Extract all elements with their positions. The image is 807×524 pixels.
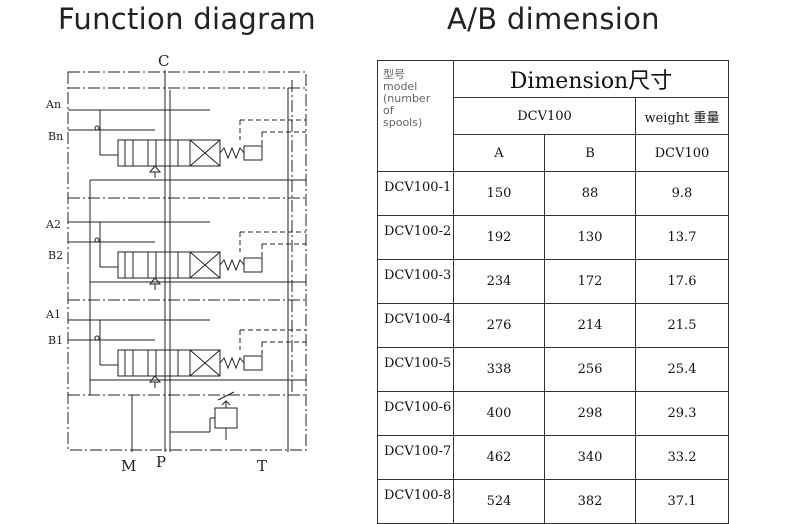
valve-section-2: [68, 221, 306, 290]
row-b: 340: [544, 435, 636, 480]
dimension-title: A/B dimension: [447, 2, 660, 36]
row-model: DCV100-5: [377, 347, 454, 392]
table-row: DCV100-3 234 172 17.6: [377, 259, 729, 304]
port-t-label: T: [257, 457, 267, 475]
row-a: 192: [453, 215, 545, 260]
port-an-label: An: [45, 98, 61, 111]
row-weight: 37.1: [635, 479, 729, 524]
hydraulic-function-diagram: C An Bn A2 B2 A1 B1 M P T: [45, 52, 307, 475]
col-a-header: A: [453, 134, 545, 172]
row-weight: 17.6: [635, 259, 729, 304]
function-diagram-title: Function diagram: [58, 2, 316, 36]
port-b2-label: B2: [48, 249, 63, 262]
dimension-header: Dimension尺寸: [453, 60, 729, 98]
row-b: 382: [544, 479, 636, 524]
row-weight: 33.2: [635, 435, 729, 480]
port-p-label: P: [156, 453, 166, 471]
valve-section-n: [68, 109, 306, 178]
row-weight: 13.7: [635, 215, 729, 260]
port-a1-label: A1: [45, 308, 61, 321]
row-model: DCV100-1: [377, 171, 454, 216]
col-weight-header: DCV100: [635, 134, 729, 172]
row-b: 130: [544, 215, 636, 260]
row-weight: 29.3: [635, 391, 729, 436]
relief-valve-symbol: [170, 391, 238, 440]
row-model: DCV100-7: [377, 435, 454, 480]
table-row: DCV100-5 338 256 25.4: [377, 347, 729, 392]
row-b: 298: [544, 391, 636, 436]
model-header: 型号 model (number of spools): [377, 60, 454, 172]
port-bn-label: Bn: [48, 130, 63, 143]
row-b: 88: [544, 171, 636, 216]
table-row: DCV100-4 276 214 21.5: [377, 303, 729, 348]
row-a: 150: [453, 171, 545, 216]
table-row: DCV100-7 462 340 33.2: [377, 435, 729, 480]
row-a: 234: [453, 259, 545, 304]
row-a: 338: [453, 347, 545, 392]
weight-header: weight 重量: [635, 97, 729, 135]
model-header-text: 型号 model (number of spools): [383, 68, 431, 129]
table-row: DCV100-1 150 88 9.8: [377, 171, 729, 216]
row-weight: 21.5: [635, 303, 729, 348]
row-a: 276: [453, 303, 545, 348]
valve-section-1: [68, 319, 306, 388]
row-model: DCV100-8: [377, 479, 454, 524]
row-a: 400: [453, 391, 545, 436]
row-b: 172: [544, 259, 636, 304]
row-model: DCV100-2: [377, 215, 454, 260]
row-weight: 9.8: [635, 171, 729, 216]
port-m-label: M: [121, 457, 136, 475]
port-a2-label: A2: [45, 218, 61, 231]
valve-block-outline: [67, 71, 307, 451]
row-b: 214: [544, 303, 636, 348]
col-b-header: B: [544, 134, 636, 172]
table-row: DCV100-8 524 382 37.1: [377, 479, 729, 524]
row-b: 256: [544, 347, 636, 392]
row-model: DCV100-3: [377, 259, 454, 304]
dimension-table: 型号 model (number of spools) Dimension尺寸 …: [377, 60, 729, 524]
row-weight: 25.4: [635, 347, 729, 392]
port-c-label: C: [158, 52, 169, 70]
row-model: DCV100-6: [377, 391, 454, 436]
port-b1-label: B1: [48, 334, 63, 347]
row-a: 524: [453, 479, 545, 524]
row-a: 462: [453, 435, 545, 480]
table-row: DCV100-2 192 130 13.7: [377, 215, 729, 260]
row-model: DCV100-4: [377, 303, 454, 348]
table-row: DCV100-6 400 298 29.3: [377, 391, 729, 436]
group-header: DCV100: [453, 97, 636, 135]
